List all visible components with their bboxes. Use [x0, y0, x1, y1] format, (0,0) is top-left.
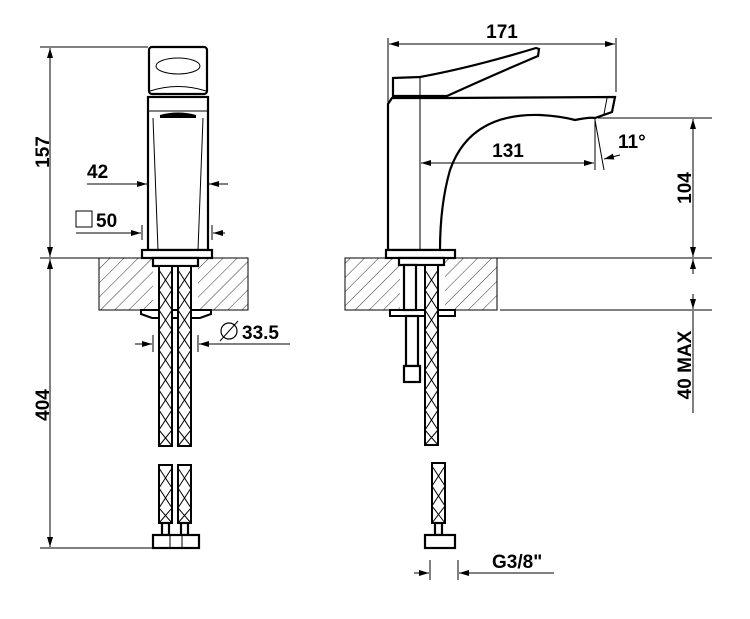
dim-40-max: 40 MAX: [675, 330, 696, 399]
dim-104: 104: [675, 172, 696, 204]
dim-33-5: 33.5: [242, 323, 279, 344]
dim-157: 157: [33, 136, 54, 168]
square-symbol: [75, 210, 93, 228]
faucet-body: [140, 95, 214, 268]
front-view: 157 404 42 50 33.5: [33, 45, 290, 550]
faucet-handle: [147, 45, 209, 96]
faucet-lever: [391, 46, 541, 98]
dim-42: 42: [87, 162, 108, 183]
diameter-symbol: [220, 322, 238, 340]
dim-g3-8: G3/8": [492, 552, 542, 573]
side-view: 171 131 11° 104 40 MAX G3/8": [344, 22, 712, 580]
dim-angle-11: 11°: [618, 132, 646, 153]
mounting-washer: [140, 309, 212, 319]
supply-hose-side: [423, 264, 457, 550]
dim-131: 131: [492, 141, 524, 162]
faucet-spout: [386, 95, 617, 252]
supply-hoses: [151, 265, 201, 550]
dim-171: 171: [486, 22, 518, 43]
dim-50: 50: [96, 211, 117, 232]
mounting-nut-side: [389, 309, 456, 317]
dim-404: 404: [33, 389, 54, 421]
